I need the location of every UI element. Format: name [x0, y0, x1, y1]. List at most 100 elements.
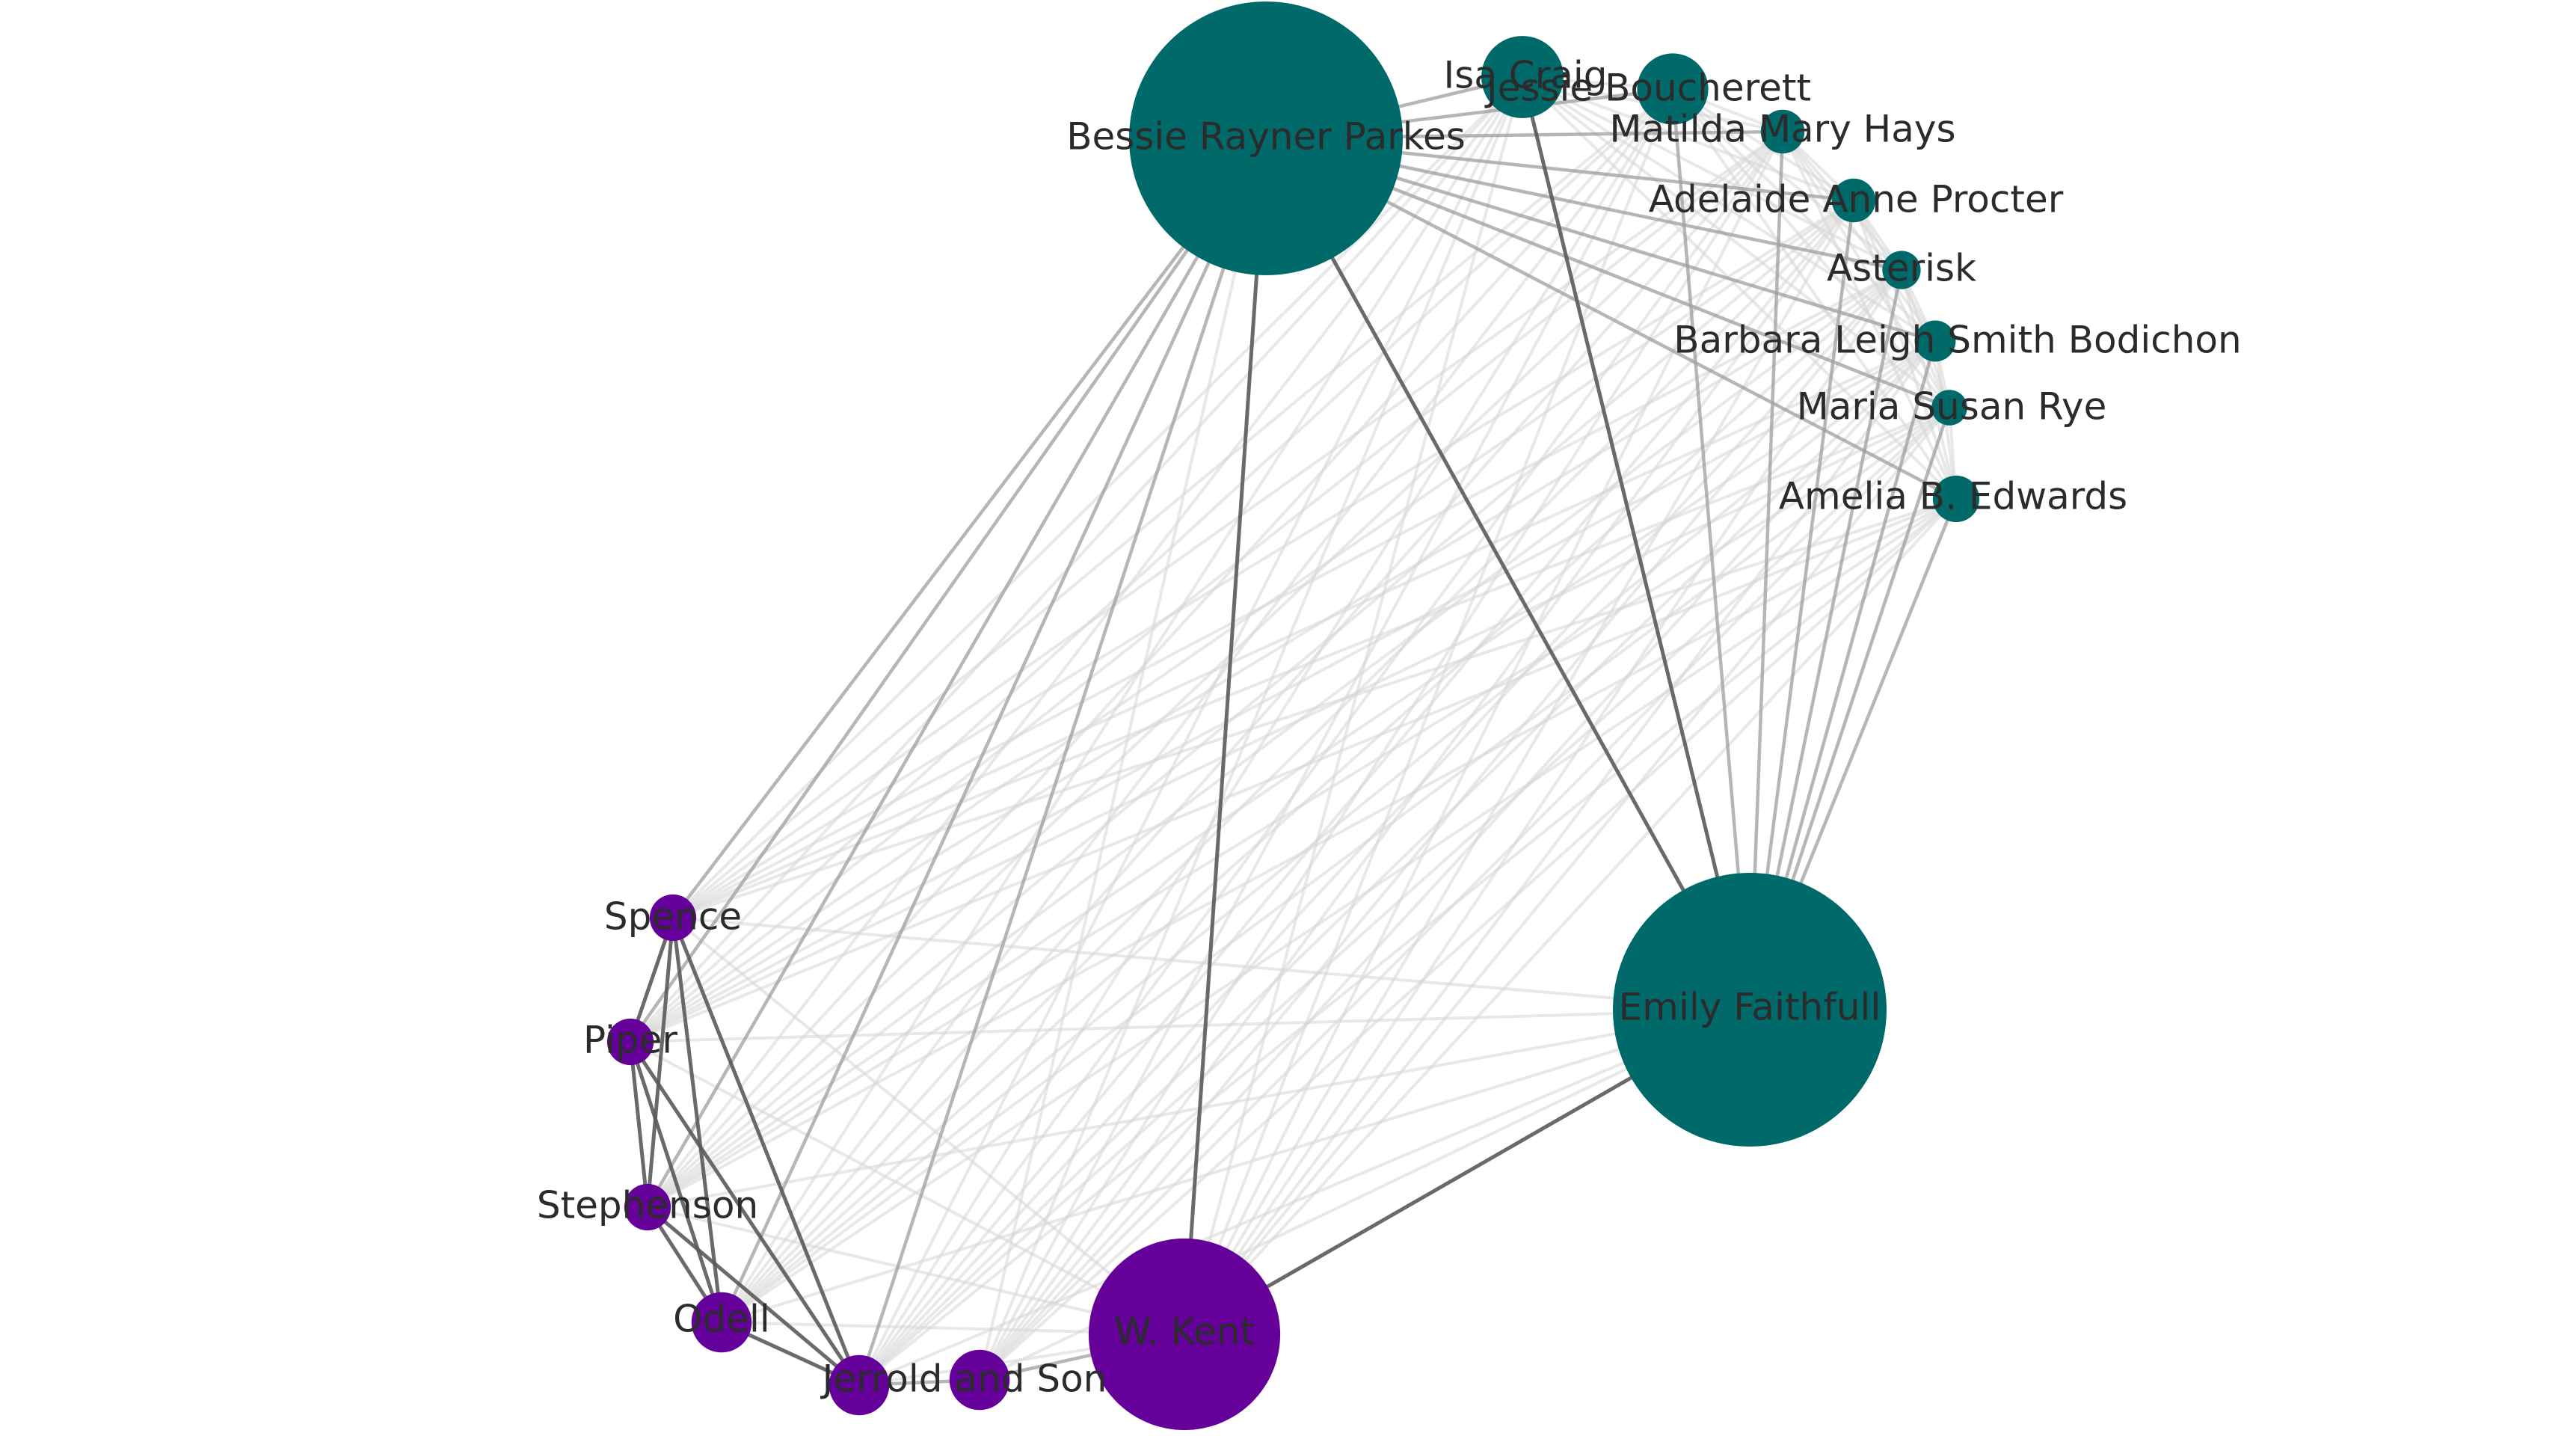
edge-jerrold2-adelaide: [978, 199, 1855, 1381]
edge-odell-adelaide: [720, 199, 1855, 1324]
node-adelaide[interactable]: [1831, 178, 1876, 223]
node-piper[interactable]: [606, 1018, 654, 1066]
edge-stephenson-isa: [646, 76, 1524, 1209]
node-layer: [606, 1, 1980, 1431]
edge-isa-asterisk: [1521, 76, 1903, 271]
node-isa[interactable]: [1481, 36, 1564, 118]
edge-adelaide-amelia: [1852, 199, 1958, 500]
edge-jerrold2-bessie: [978, 137, 1267, 1381]
edge-odell-asterisk: [720, 269, 1903, 1324]
edge-piper-isa: [629, 76, 1524, 1043]
edge-jerrold2-maria: [978, 406, 1951, 1381]
node-label-kent: W. Kent: [1114, 1310, 1255, 1354]
node-stephenson[interactable]: [624, 1183, 671, 1231]
node-matilda[interactable]: [1760, 109, 1805, 154]
edge-jerrold-emily: [858, 1008, 1751, 1387]
node-jerrold[interactable]: [829, 1354, 890, 1416]
node-label-spence: Spence: [604, 895, 742, 939]
node-label-emily: Emily Faithfull: [1619, 986, 1881, 1029]
node-label-stephenson: Stephenson: [537, 1184, 758, 1227]
node-label-asterisk: Asterisk: [1827, 247, 1976, 290]
edge-spence-jerrold: [671, 915, 861, 1387]
edge-isa-amelia: [1521, 76, 1958, 500]
edge-piper-amelia: [629, 497, 1958, 1043]
edge-jerrold2-asterisk: [978, 269, 1903, 1381]
edge-jerrold-amelia: [858, 497, 1958, 1387]
node-label-adelaide: Adelaide Anne Procter: [1649, 178, 2064, 221]
edge-emily-jessie: [1670, 87, 1752, 1012]
edge-asterisk-amelia: [1900, 269, 1958, 500]
edge-jerrold-matilda: [858, 130, 1784, 1387]
node-amelia[interactable]: [1932, 475, 1980, 523]
edge-bessie-odell: [719, 136, 1268, 1325]
edge-spence-barbara: [671, 340, 1937, 919]
edge-kent-adelaide: [1183, 199, 1855, 1336]
edge-kent-isa: [1183, 76, 1524, 1336]
edge-spence-adelaide: [671, 199, 1855, 919]
node-bessie[interactable]: [1129, 1, 1403, 275]
edge-jerrold-barbara: [858, 340, 1937, 1387]
node-label-piper: Piper: [583, 1019, 677, 1062]
node-jessie[interactable]: [1637, 53, 1709, 125]
edge-kent-jessie: [1183, 88, 1674, 1336]
node-kent[interactable]: [1088, 1238, 1281, 1431]
edge-isa-adelaide: [1521, 76, 1855, 202]
node-label-bessie: Bessie Rayner Parkes: [1066, 115, 1466, 159]
node-barbara[interactable]: [1914, 320, 1956, 362]
node-maria[interactable]: [1931, 390, 1967, 426]
edge-odell-jessie: [720, 88, 1674, 1324]
node-jerrold2[interactable]: [949, 1349, 1010, 1411]
edge-spence-odell: [671, 915, 724, 1325]
edge-odell-amelia: [720, 497, 1958, 1324]
edge-piper-stephenson: [628, 1040, 650, 1209]
node-spence[interactable]: [649, 894, 697, 942]
edge-kent-barbara: [1183, 340, 1937, 1336]
edge-jessie-asterisk: [1671, 88, 1903, 271]
edge-jerrold-isa: [858, 76, 1524, 1387]
node-label-isa: Isa Craig: [1443, 54, 1607, 97]
edge-piper-jessie: [629, 88, 1674, 1043]
edge-stephenson-asterisk: [646, 269, 1903, 1209]
edge-spence-asterisk: [671, 269, 1903, 919]
node-label-jessie: Jessie Boucherett: [1484, 67, 1811, 110]
edge-piper-jerrold: [628, 1040, 861, 1387]
edge-jerrold-asterisk: [858, 269, 1903, 1387]
edge-piper-maria: [629, 406, 1951, 1043]
node-label-barbara: Barbara Leigh Smith Bodichon: [1673, 319, 2241, 362]
edge-bessie-stephenson: [645, 136, 1268, 1209]
node-label-odell: Odell: [673, 1298, 770, 1341]
edge-jerrold2-amelia: [978, 497, 1958, 1381]
node-emily[interactable]: [1613, 873, 1887, 1147]
edge-piper-matilda: [629, 130, 1784, 1043]
edge-stephenson-barbara: [646, 340, 1937, 1209]
edge-odell-maria: [720, 406, 1951, 1324]
edge-odell-emily: [720, 1008, 1751, 1324]
edge-jerrold2-jessie: [978, 88, 1674, 1381]
edge-bessie-spence: [671, 136, 1268, 920]
edge-piper-odell: [628, 1040, 724, 1325]
edge-stephenson-jessie: [646, 88, 1674, 1209]
edge-bessie-jerrold: [857, 136, 1268, 1387]
node-odell[interactable]: [691, 1292, 752, 1353]
edge-jerrold-jessie: [858, 88, 1674, 1387]
node-label-amelia: Amelia B. Edwards: [1779, 475, 2127, 518]
edge-emily-matilda: [1747, 129, 1785, 1012]
edge-kent-matilda: [1183, 130, 1784, 1336]
edge-bessie-emily: [1264, 136, 1752, 1012]
node-label-jerrold: Jerrold and Son: [820, 1357, 1107, 1401]
edge-spence-matilda: [671, 130, 1784, 919]
node-asterisk[interactable]: [1882, 251, 1921, 289]
edge-matilda-maria: [1781, 130, 1951, 409]
edge-kent-spence: [671, 916, 1186, 1336]
edge-jerrold2-isa: [978, 76, 1524, 1381]
edge-spence-stephenson: [645, 915, 675, 1209]
edge-spence-jessie: [671, 88, 1674, 919]
edge-odell-isa: [720, 76, 1524, 1324]
edge-isa-emily: [1520, 75, 1752, 1012]
node-label-matilda: Matilda Mary Hays: [1609, 108, 1955, 151]
edge-stephenson-jerrold: [645, 1205, 861, 1387]
edge-stephenson-adelaide: [646, 199, 1855, 1209]
edge-odell-barbara: [720, 340, 1937, 1324]
edge-bessie-kent: [1182, 136, 1268, 1337]
